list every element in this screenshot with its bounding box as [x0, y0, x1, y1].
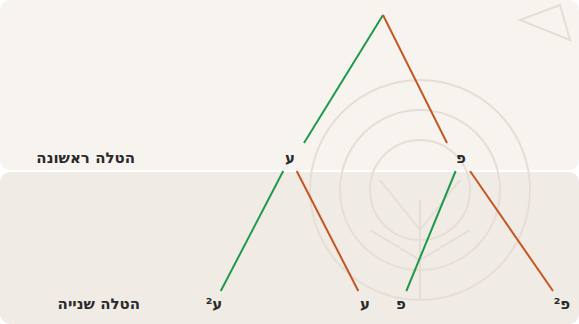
outcome-text: פ: [456, 149, 466, 167]
stage-label: הטלה ראשונה: [36, 149, 135, 167]
tree-node: ע²: [202, 293, 227, 315]
outcome-text: ע: [285, 149, 295, 167]
outcome-text: פ²: [554, 295, 570, 313]
tree-node: ע: [281, 147, 299, 169]
root-branch-orange: [383, 15, 447, 143]
tree-node: פ: [392, 293, 410, 315]
root-branch-green: [304, 15, 383, 143]
tree-watermark: [310, 5, 570, 300]
tree-branch: [470, 171, 553, 291]
tree-branch: [406, 171, 455, 291]
tree-node: ע: [356, 293, 374, 315]
tree-node: פ²: [550, 293, 574, 315]
tree-node: פ: [452, 147, 470, 169]
root-branches: [304, 15, 447, 143]
upper-band: [0, 0, 579, 170]
outcome-text: פ: [396, 295, 406, 313]
outcome-text: ע: [360, 295, 370, 313]
tree-branch: [297, 171, 359, 291]
tree-branch: [221, 171, 283, 291]
lower-band: [0, 172, 579, 324]
outcome-text: ע²: [206, 295, 223, 313]
stage-label: הטלה שנייה: [58, 295, 140, 313]
